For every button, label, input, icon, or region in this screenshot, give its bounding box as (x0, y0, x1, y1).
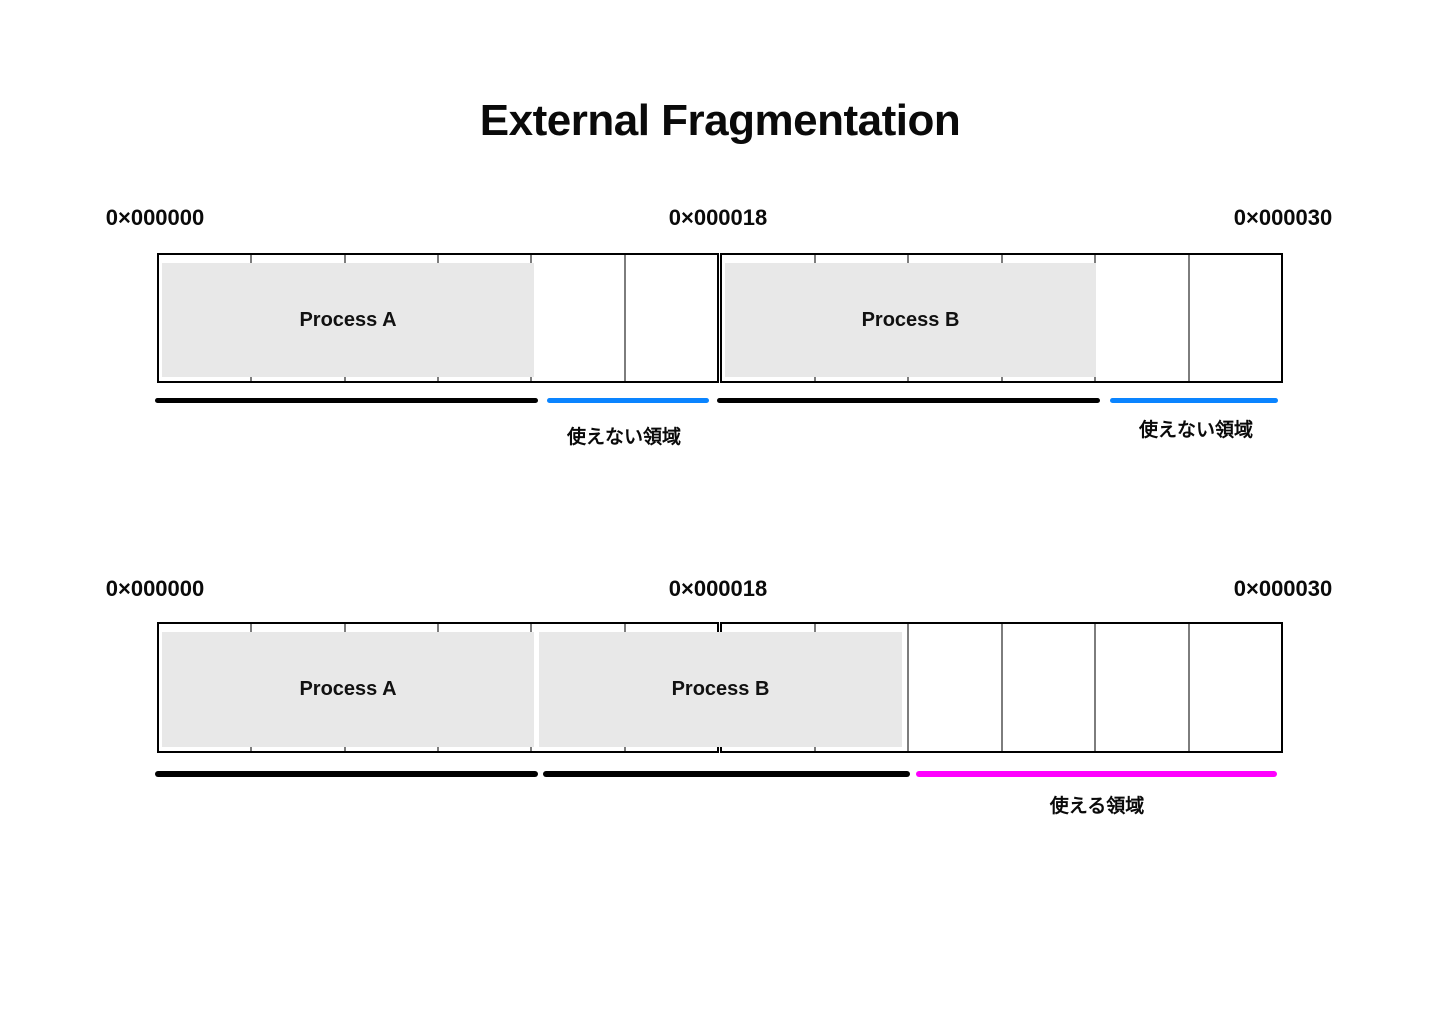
unusable-region-label-left: 使えない領域 (566, 427, 682, 448)
memory-cell (626, 255, 717, 381)
address-label-middle: 0×000018 (668, 576, 768, 601)
memory-cell (816, 624, 909, 751)
process-b-block: Process B (539, 632, 902, 747)
page-title: External Fragmentation (479, 96, 961, 145)
memory-bar: Process A Process B (157, 622, 1283, 753)
address-label-middle: 0×000018 (668, 205, 768, 230)
process-b-block: Process B (725, 263, 1096, 377)
usable-region-underline (916, 771, 1277, 777)
used-region-underline-a (155, 771, 538, 777)
process-a-block: Process A (162, 263, 534, 377)
process-a-label: Process A (299, 678, 397, 700)
process-b-label: Process B (861, 308, 960, 331)
process-a-block: Process A (162, 632, 534, 747)
address-label-end: 0×000030 (1233, 576, 1333, 601)
used-region-underline-b (543, 771, 910, 777)
process-a-label: Process A (299, 308, 397, 331)
unusable-region-underline-right (1110, 398, 1278, 403)
memory-cell (1003, 624, 1096, 751)
memory-bar: Process A Process B (157, 253, 1283, 383)
used-region-underline-b (717, 398, 1100, 403)
memory-cell (1096, 255, 1190, 381)
unusable-region-label-right: 使えない領域 (1138, 420, 1254, 441)
memory-cell (1190, 624, 1282, 751)
unusable-region-underline-left (547, 398, 709, 403)
address-label-start: 0×000000 (105, 205, 205, 230)
usable-region-label: 使える領域 (1049, 796, 1145, 817)
memory-cell (1096, 624, 1190, 751)
memory-cell (532, 255, 626, 381)
address-label-start: 0×000000 (105, 576, 205, 601)
used-region-underline-a (155, 398, 538, 403)
memory-cell (1190, 255, 1282, 381)
address-label-end: 0×000030 (1233, 205, 1333, 230)
process-b-label: Process B (671, 678, 770, 700)
memory-cell (909, 624, 1003, 751)
